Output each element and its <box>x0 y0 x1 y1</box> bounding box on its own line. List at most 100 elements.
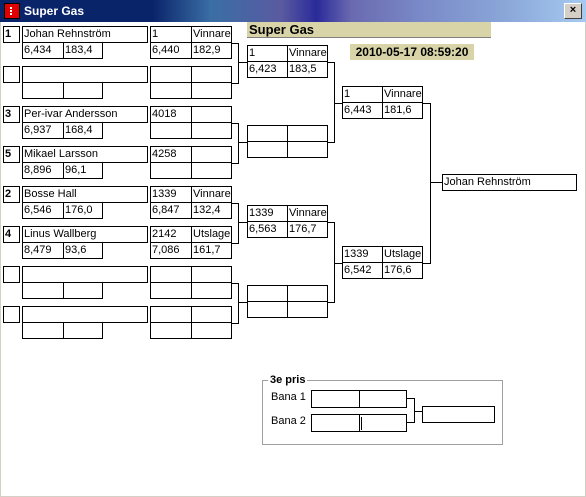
status-field[interactable]: Vinnare <box>191 186 232 203</box>
connector <box>238 123 239 164</box>
et-field[interactable] <box>150 162 192 179</box>
mph-field[interactable] <box>191 322 232 339</box>
reaction-time-field[interactable]: 6,434 <box>22 42 64 59</box>
status-field[interactable]: Utslagen <box>382 246 423 263</box>
lane-field[interactable] <box>247 125 288 142</box>
lane-field[interactable]: 1 <box>247 45 288 62</box>
et-field[interactable] <box>150 282 192 299</box>
speed-field[interactable]: 96,1 <box>63 162 103 179</box>
et-field[interactable]: 6,423 <box>247 61 288 78</box>
connector <box>423 103 431 104</box>
reaction-time-field[interactable]: 8,479 <box>22 242 64 259</box>
reaction-time-field[interactable] <box>22 322 64 339</box>
lane-field[interactable] <box>150 266 192 283</box>
driver-name-field[interactable]: Linus Wallberg <box>22 226 148 243</box>
mph-field[interactable] <box>191 162 232 179</box>
third-lane2-field-b[interactable] <box>359 414 407 432</box>
status-field[interactable] <box>191 146 232 163</box>
status-field[interactable]: Vinnare <box>287 205 328 222</box>
status-field[interactable] <box>191 306 232 323</box>
lane-field[interactable]: 1339 <box>342 246 383 263</box>
mph-field[interactable]: 161,7 <box>191 242 232 259</box>
mph-field[interactable] <box>191 282 232 299</box>
connector <box>238 203 239 244</box>
mph-field[interactable] <box>191 122 232 139</box>
status-field[interactable]: Utslagen <box>191 226 232 243</box>
close-icon[interactable]: × <box>564 3 582 19</box>
et-field[interactable] <box>247 141 288 158</box>
connector <box>232 163 239 164</box>
seed-number: 1 <box>3 26 20 43</box>
et-field[interactable]: 6,443 <box>342 102 383 119</box>
driver-name-field[interactable]: Mikael Larsson <box>22 146 148 163</box>
et-field[interactable]: 6,440 <box>150 42 192 59</box>
lane-field[interactable]: 4258 <box>150 146 192 163</box>
et-field[interactable]: 6,847 <box>150 202 192 219</box>
reaction-time-field[interactable]: 6,546 <box>22 202 64 219</box>
status-field[interactable]: Vinnare <box>382 86 423 103</box>
reaction-time-field[interactable]: 6,937 <box>22 122 64 139</box>
driver-name-field[interactable]: Bosse Hall <box>22 186 148 203</box>
et-field[interactable]: 6,563 <box>247 221 288 238</box>
mph-field[interactable]: 183,5 <box>287 61 328 78</box>
lane-field[interactable]: 2142 <box>150 226 192 243</box>
et-field[interactable] <box>150 82 192 99</box>
lane-field[interactable] <box>247 285 288 302</box>
connector <box>430 182 442 183</box>
et-field[interactable] <box>247 301 288 318</box>
seed-number <box>3 306 20 323</box>
speed-field[interactable]: 168,4 <box>63 122 103 139</box>
reaction-time-field[interactable] <box>22 82 64 99</box>
third-lane1-field-b[interactable] <box>359 390 407 408</box>
mph-field[interactable]: 176,7 <box>287 221 328 238</box>
lane-field[interactable]: 1 <box>342 86 383 103</box>
lane-field[interactable] <box>150 306 192 323</box>
connector <box>328 222 335 223</box>
driver-name-field[interactable]: Per-ivar Andersson <box>22 106 148 123</box>
driver-name-field[interactable] <box>22 66 148 83</box>
mph-field[interactable] <box>191 82 232 99</box>
et-field[interactable] <box>150 122 192 139</box>
connector <box>238 62 247 63</box>
mph-field[interactable]: 182,9 <box>191 42 232 59</box>
final-winner-field[interactable]: Johan Rehnström <box>442 174 577 191</box>
third-place-group <box>262 380 503 445</box>
third-lane1-field-a[interactable] <box>311 390 360 408</box>
lane-field[interactable] <box>150 66 192 83</box>
speed-field[interactable] <box>63 282 103 299</box>
speed-field[interactable]: 93,6 <box>63 242 103 259</box>
mph-field[interactable] <box>287 301 328 318</box>
third-lane2-field-a[interactable] <box>311 414 360 432</box>
status-field[interactable] <box>287 285 328 302</box>
third-place-result[interactable] <box>422 406 495 423</box>
lane-field[interactable]: 4018 <box>150 106 192 123</box>
lane-field[interactable]: 1339 <box>247 205 288 222</box>
third-place-title: 3e pris <box>268 374 308 386</box>
et-field[interactable]: 7,086 <box>150 242 192 259</box>
status-field[interactable] <box>191 66 232 83</box>
status-field[interactable] <box>191 106 232 123</box>
speed-field[interactable] <box>63 322 103 339</box>
mph-field[interactable]: 132,4 <box>191 202 232 219</box>
page-title: Super Gas <box>247 22 491 38</box>
lane-field[interactable]: 1 <box>150 26 192 43</box>
speed-field[interactable] <box>63 82 103 99</box>
status-field[interactable]: Vinnare <box>191 26 232 43</box>
lane-field[interactable]: 1339 <box>150 186 192 203</box>
driver-name-field[interactable] <box>22 306 148 323</box>
speed-field[interactable]: 183,4 <box>63 42 103 59</box>
mph-field[interactable] <box>287 141 328 158</box>
mph-field[interactable]: 181,6 <box>382 102 423 119</box>
et-field[interactable] <box>150 322 192 339</box>
speed-field[interactable]: 176,0 <box>63 202 103 219</box>
mph-field[interactable]: 176,6 <box>382 262 423 279</box>
reaction-time-field[interactable]: 8,896 <box>22 162 64 179</box>
reaction-time-field[interactable] <box>22 282 64 299</box>
connector <box>232 43 239 44</box>
status-field[interactable]: Vinnare <box>287 45 328 62</box>
status-field[interactable] <box>191 266 232 283</box>
status-field[interactable] <box>287 125 328 142</box>
et-field[interactable]: 6,542 <box>342 262 383 279</box>
driver-name-field[interactable] <box>22 266 148 283</box>
driver-name-field[interactable]: Johan Rehnström <box>22 26 148 43</box>
